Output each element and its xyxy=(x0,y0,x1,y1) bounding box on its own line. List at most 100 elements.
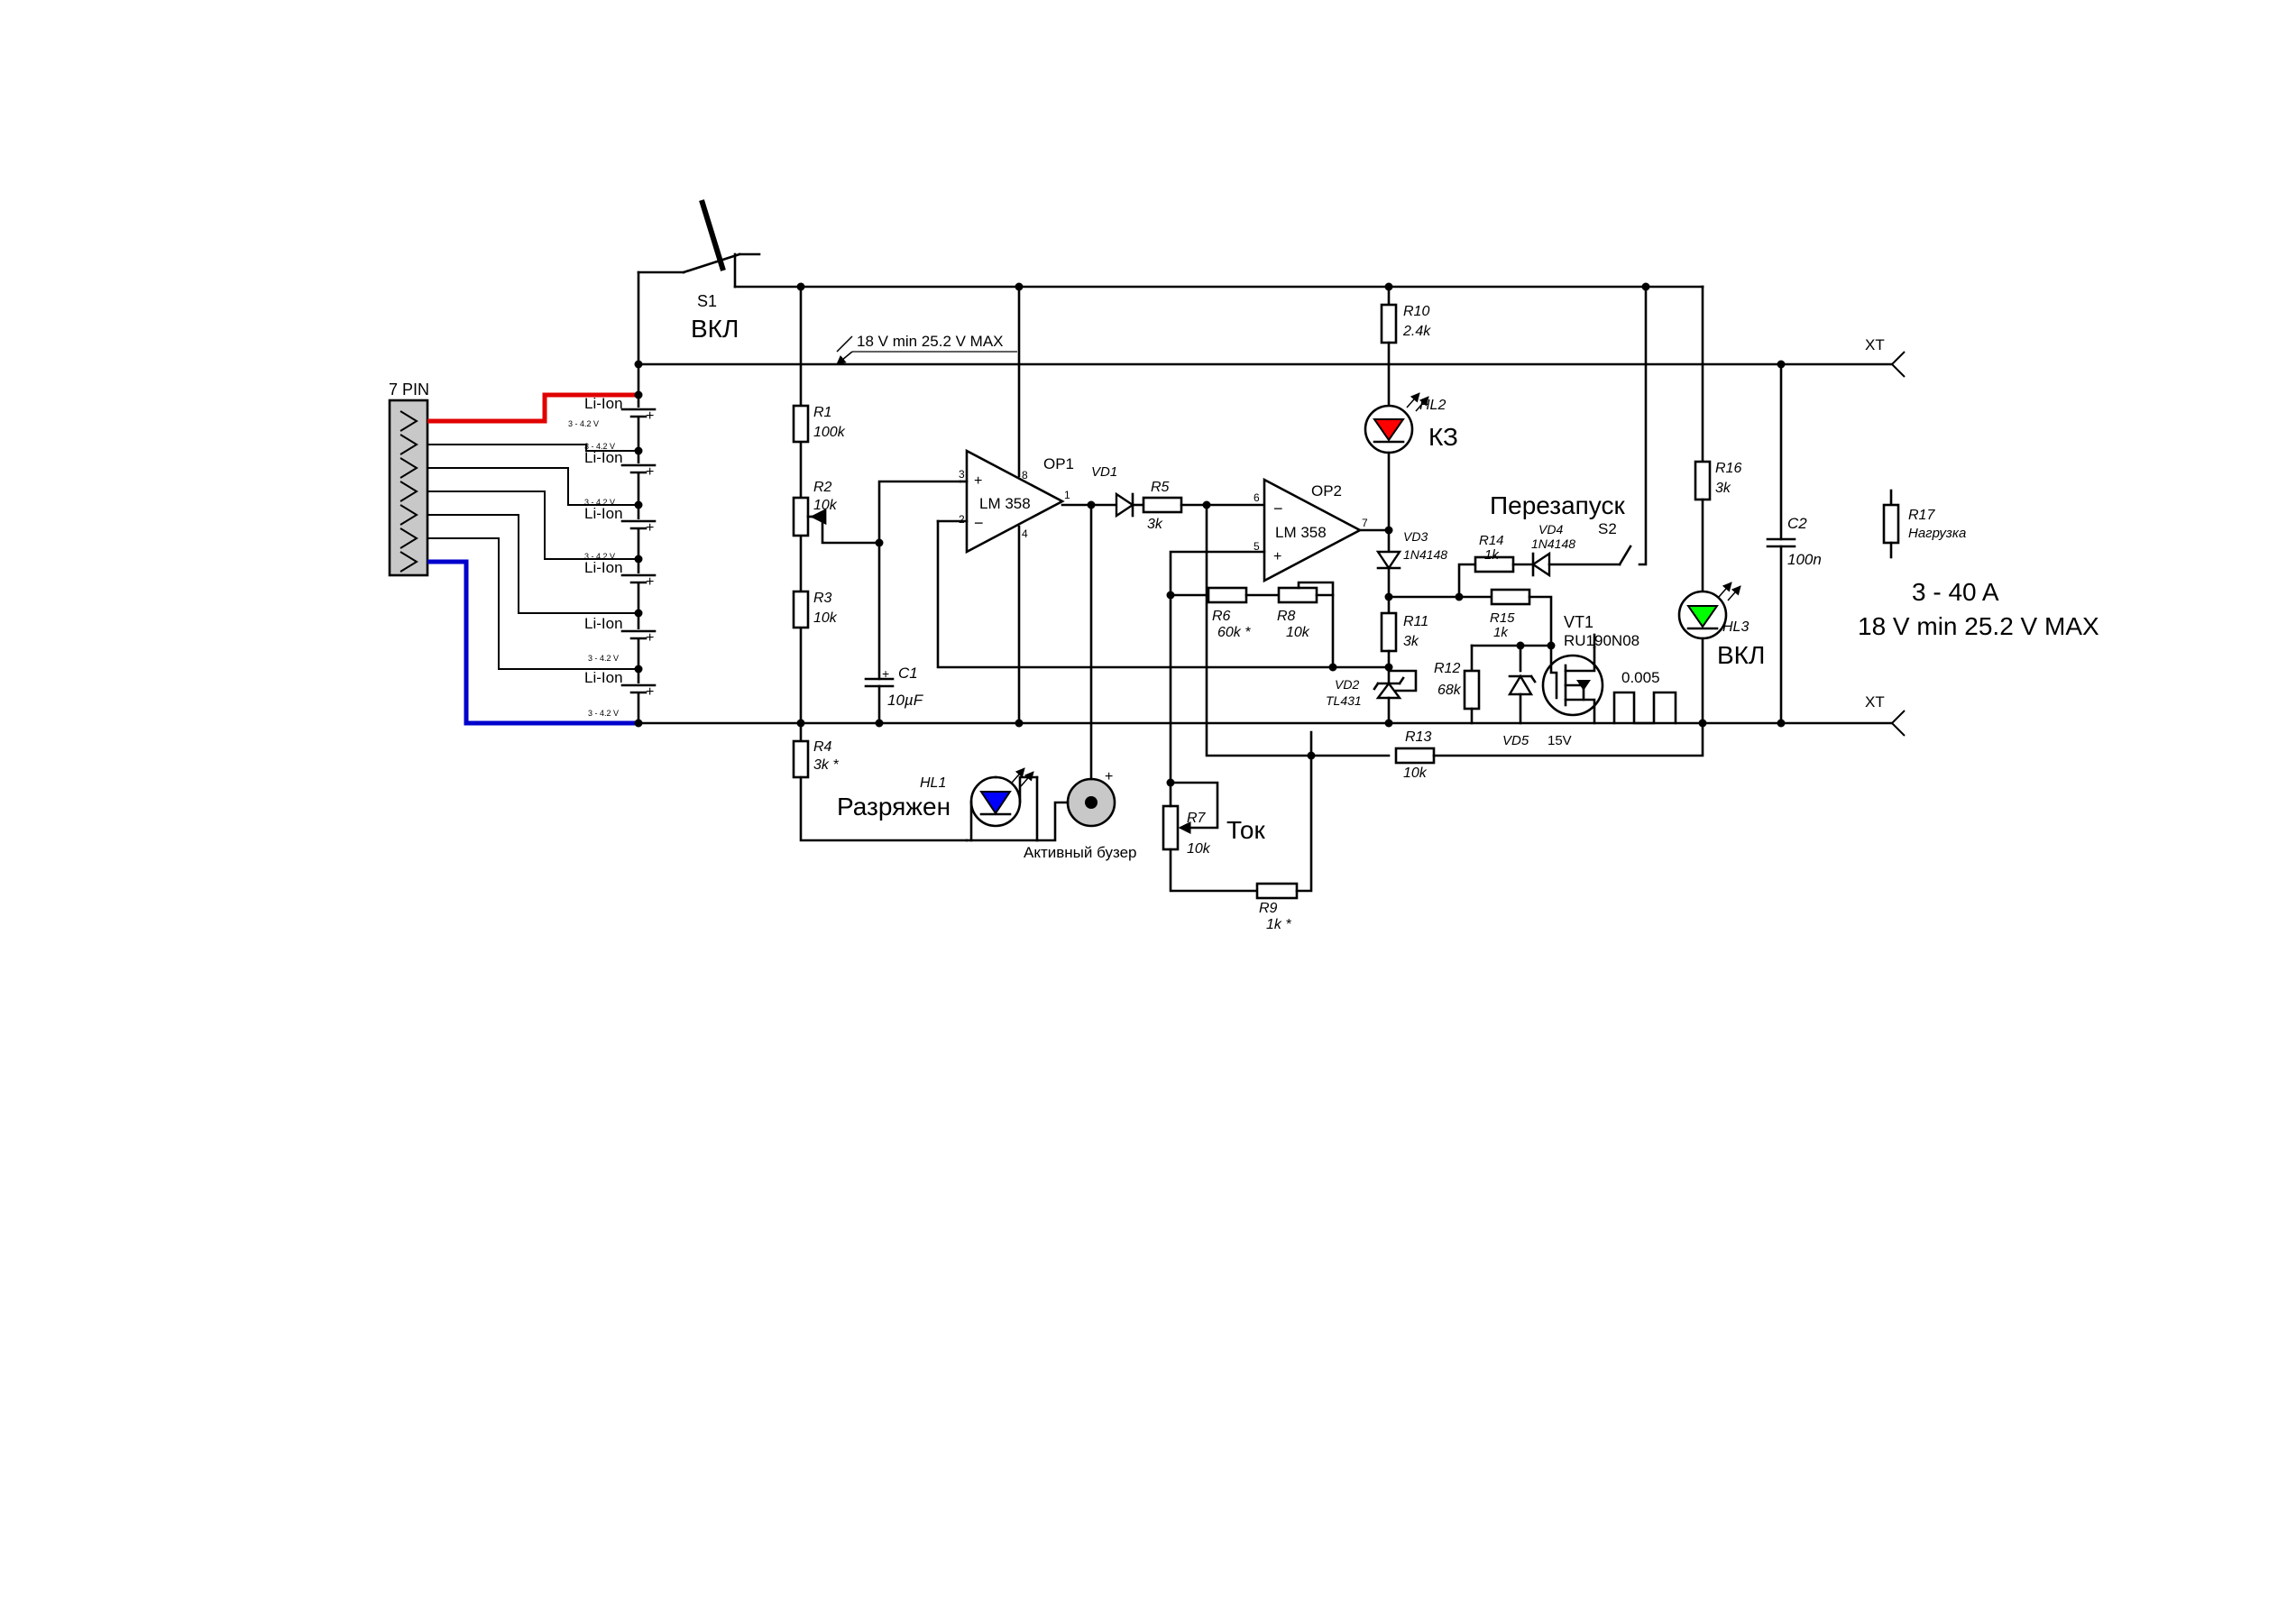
load-current: 3 - 40 A xyxy=(1912,578,1999,606)
svg-text:2: 2 xyxy=(959,513,965,526)
connector-wires xyxy=(427,392,638,726)
r3-value: 10k xyxy=(813,610,838,626)
current-set: R7 10k Ток R9 1k * xyxy=(1162,730,1313,932)
connector-7pin: 7 PIN xyxy=(388,381,429,577)
r15-value: 1k xyxy=(1493,625,1509,640)
divider-r1-r2-r3: R1 100k R2 10k R3 10k xyxy=(792,285,881,725)
svg-text:+: + xyxy=(646,464,654,480)
cell-1-label: Li-Ion xyxy=(584,395,623,412)
cell-5-voltage: 3 - 4.2 V xyxy=(588,654,619,663)
vt1-part: RU190N08 xyxy=(1564,632,1639,649)
r1-value: 100k xyxy=(813,425,846,440)
c1-ref: C1 xyxy=(898,665,918,682)
r16-ref: R16 xyxy=(1715,461,1741,476)
r2-ref: R2 xyxy=(813,480,832,495)
svg-text:+: + xyxy=(974,473,982,489)
cell-2 xyxy=(620,463,657,474)
r14-ref: R14 xyxy=(1479,533,1504,548)
hl1-name: Разряжен xyxy=(837,793,951,821)
vd1-ref: VD1 xyxy=(1091,464,1117,480)
c1-value: 10µF xyxy=(887,692,924,709)
terminal-top-label: XT xyxy=(1865,336,1885,353)
buzzer-label: Активный бузер xyxy=(1024,844,1136,861)
short-indicator-column: R10 2.4k HL2 КЗ VD3 1N4148 R11 3k VD2 TL… xyxy=(1326,285,1458,728)
op2-part: LM 358 xyxy=(1275,524,1327,541)
cell-2-label: Li-Ion xyxy=(584,449,623,466)
cell-2-voltage: 3 - 4.2 V xyxy=(584,442,615,451)
r6-r8: R6 60k * R8 10k xyxy=(1166,581,1337,672)
svg-text:−: − xyxy=(1273,500,1283,518)
load-voltage: 18 V min 25.2 V MAX xyxy=(1858,612,2099,640)
load-r17: R17 Нагрузка 3 - 40 A 18 V min 25.2 V MA… xyxy=(1858,489,2099,640)
svg-text:5: 5 xyxy=(1254,540,1260,553)
hl1-ref: HL1 xyxy=(920,775,946,791)
svg-text:+: + xyxy=(646,684,654,700)
vd1-r5: VD1 R5 3k xyxy=(1091,464,1266,532)
r9-ref: R9 xyxy=(1259,901,1278,916)
rails: 18 V min 25.2 V MAX xyxy=(634,282,1894,728)
pot-label: Ток xyxy=(1226,816,1265,844)
opamp-op2: − + LM 358 OP2 6 5 7 xyxy=(1169,477,1393,784)
vd2-part: TL431 xyxy=(1326,693,1362,708)
svg-text:−: − xyxy=(974,514,984,532)
r12-ref: R12 xyxy=(1434,661,1460,676)
r5-ref: R5 xyxy=(1151,480,1170,495)
cell-3-voltage: 3 - 4.2 V xyxy=(584,498,615,507)
svg-text:+: + xyxy=(646,408,654,424)
hl2-ref: HL2 xyxy=(1419,398,1446,413)
opamp-op1: + − LM 358 OP1 3 2 8 4 1 xyxy=(936,285,1391,725)
restart-circuit: R14 1k VD4 1N4148 S2 Перезапуск xyxy=(1387,285,1648,601)
discharge-indicator: R4 3k * HL1 Разряжен + Активный бузер xyxy=(792,503,1136,861)
hl2-name: КЗ xyxy=(1428,423,1458,451)
svg-text:+: + xyxy=(646,630,654,646)
cell-5-label: Li-Ion xyxy=(584,615,623,632)
cell-1 xyxy=(620,408,657,418)
vd3-part: 1N4148 xyxy=(1403,547,1447,562)
svg-text:8: 8 xyxy=(1022,469,1028,481)
vd2-ref: VD2 xyxy=(1335,677,1359,692)
r5-value: 3k xyxy=(1147,517,1163,532)
cell-5 xyxy=(620,629,657,640)
r8-ref: R8 xyxy=(1277,609,1296,624)
cell-3-label: Li-Ion xyxy=(584,505,623,522)
s1-ref: S1 xyxy=(697,292,717,310)
capacitor-c2: C2 100n xyxy=(1766,362,1822,725)
power-indicator: R16 3k HL3 ВКЛ xyxy=(1677,285,1765,725)
r6-ref: R6 xyxy=(1212,609,1231,624)
hl1-led-body xyxy=(979,791,1012,815)
positive-wire xyxy=(427,392,638,424)
r11-ref: R11 xyxy=(1403,614,1428,629)
op1-part: LM 358 xyxy=(979,495,1031,512)
op2-ref: OP2 xyxy=(1311,482,1342,500)
s2-name: Перезапуск xyxy=(1490,491,1625,519)
r8-value: 10k xyxy=(1286,625,1310,640)
svg-text:+: + xyxy=(646,520,654,536)
r10-ref: R10 xyxy=(1403,304,1429,319)
battery-stack: + + + + + + Li-Ion 3 - 4.2 V Li-Ion 3 - … xyxy=(568,390,657,728)
cell-6-voltage: 3 - 4.2 V xyxy=(588,709,619,718)
vd5-ref: VD5 xyxy=(1502,733,1529,748)
cell-6-label: Li-Ion xyxy=(584,669,623,686)
cell-4 xyxy=(620,573,657,584)
vd5-value: 15V xyxy=(1548,733,1572,748)
r17-value: Нагрузка xyxy=(1908,526,1966,541)
r3-ref: R3 xyxy=(813,591,832,606)
r4-value: 3k * xyxy=(813,757,839,773)
svg-text:1: 1 xyxy=(1064,489,1070,501)
r1-ref: R1 xyxy=(813,405,831,420)
svg-text:7: 7 xyxy=(1362,517,1368,529)
hl3-led-body xyxy=(1686,605,1719,628)
r7-ref: R7 xyxy=(1187,811,1207,826)
c2-ref: C2 xyxy=(1787,515,1807,532)
svg-text:+: + xyxy=(1273,549,1281,564)
r15-ref: R15 xyxy=(1490,610,1515,626)
r14-value: 1k xyxy=(1484,547,1500,563)
r12-value: 68k xyxy=(1437,683,1462,698)
r9-value: 1k * xyxy=(1266,917,1291,932)
terminal-bottom-label: XT xyxy=(1865,693,1885,711)
vd4-part: 1N4148 xyxy=(1531,536,1575,551)
hl3-name: ВКЛ xyxy=(1717,641,1765,669)
r13-value: 10k xyxy=(1403,766,1428,781)
svg-text:+: + xyxy=(882,666,889,681)
